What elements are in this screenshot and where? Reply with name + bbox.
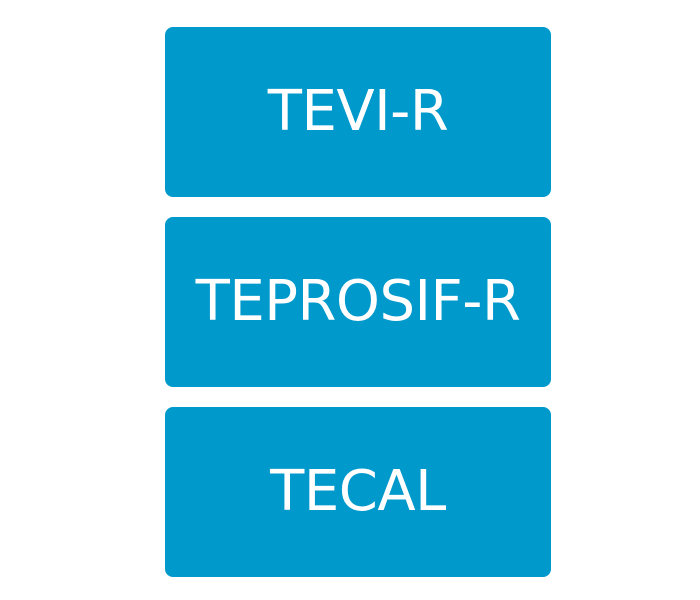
box-stack: TEVI-R TEPROSIF-R TECAL — [165, 27, 551, 577]
box-teprosif-r: TEPROSIF-R — [165, 217, 551, 387]
box-label: TEPROSIF-R — [195, 269, 521, 334]
box-label: TEVI-R — [267, 79, 449, 144]
box-label: TECAL — [270, 459, 446, 524]
box-tevi-r: TEVI-R — [165, 27, 551, 197]
box-tecal: TECAL — [165, 407, 551, 577]
